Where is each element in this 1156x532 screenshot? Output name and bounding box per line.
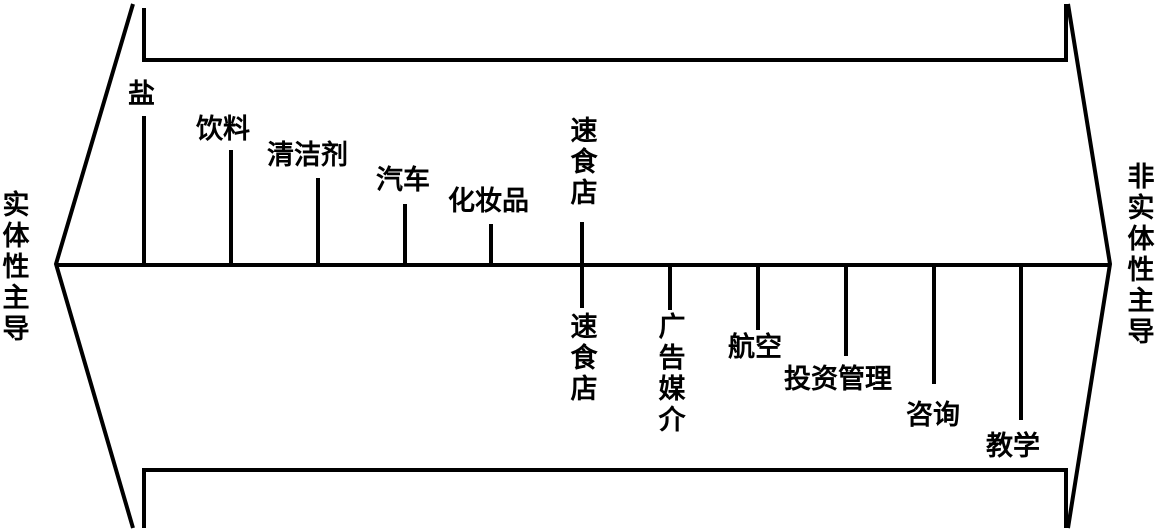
label-teaching: 教学 [986,430,1040,462]
left-end-label: 实体性主导 [3,189,31,345]
right-end-label: 非实体性主导 [1128,162,1156,348]
label-investment: 投资管理 [784,364,892,395]
label-advertising: 广告媒介 [658,312,687,436]
label-fastfood-upper: 速食店 [571,116,599,209]
label-cosmetics: 化妆品 [448,186,529,217]
arrow-outline-bottom [142,468,1068,528]
label-detergent: 清洁剂 [267,140,348,171]
label-drinks: 饮料 [195,114,250,145]
arrow-outline-top [142,4,1068,62]
label-fastfood-lower: 速食店 [571,312,599,405]
label-salt: 盐 [128,79,155,110]
label-consulting: 咨询 [906,400,960,431]
label-airline: 航空 [728,331,782,363]
label-car: 汽车 [376,164,430,196]
